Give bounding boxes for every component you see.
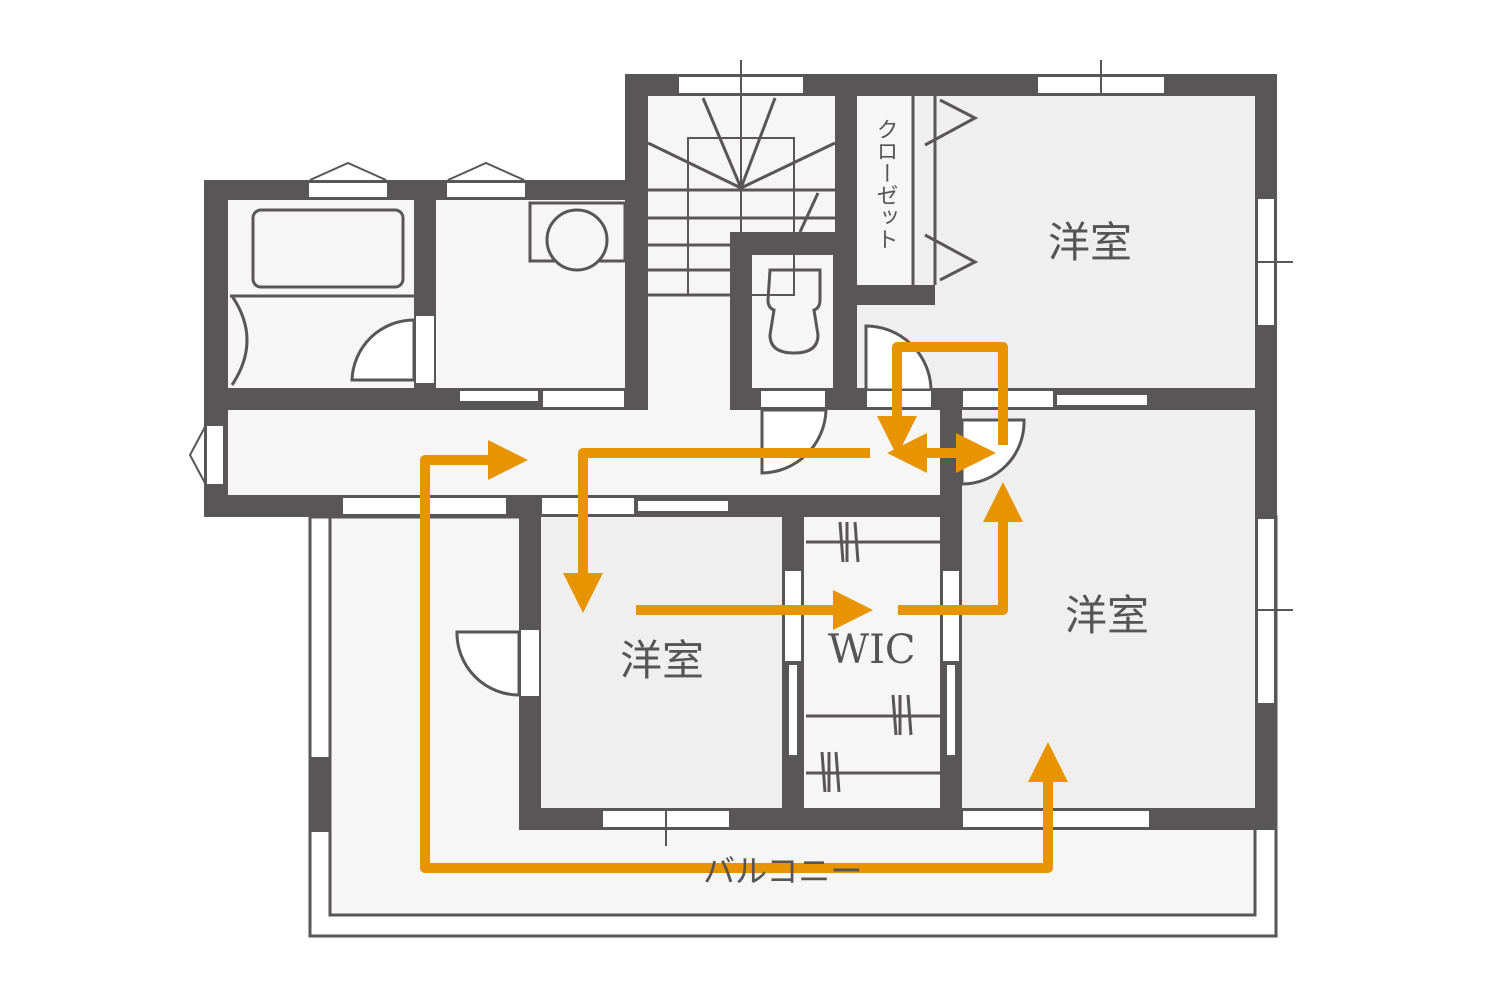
route-arrow-balcony bbox=[420, 440, 1068, 873]
sink-icon bbox=[545, 208, 609, 272]
bedroom-upper-right bbox=[857, 96, 1255, 388]
room-label-lower-right: 洋室 bbox=[1065, 591, 1149, 640]
toilet-icon bbox=[766, 268, 822, 355]
room-label-closet: クローゼット bbox=[873, 118, 898, 250]
route-arrow-to-bedroom bbox=[898, 482, 1023, 615]
room-label-wic: WIC bbox=[828, 627, 916, 673]
room-label-lower-left: 洋室 bbox=[620, 636, 704, 685]
route-arrow-hall bbox=[563, 448, 870, 613]
room-label-balcony: バルコニー bbox=[703, 852, 862, 890]
route-arrow-upper bbox=[877, 342, 1008, 456]
room-label-upper-right: 洋室 bbox=[1048, 218, 1132, 267]
bathtub bbox=[251, 208, 405, 289]
closet bbox=[857, 96, 913, 285]
circulation-route bbox=[420, 342, 1068, 873]
